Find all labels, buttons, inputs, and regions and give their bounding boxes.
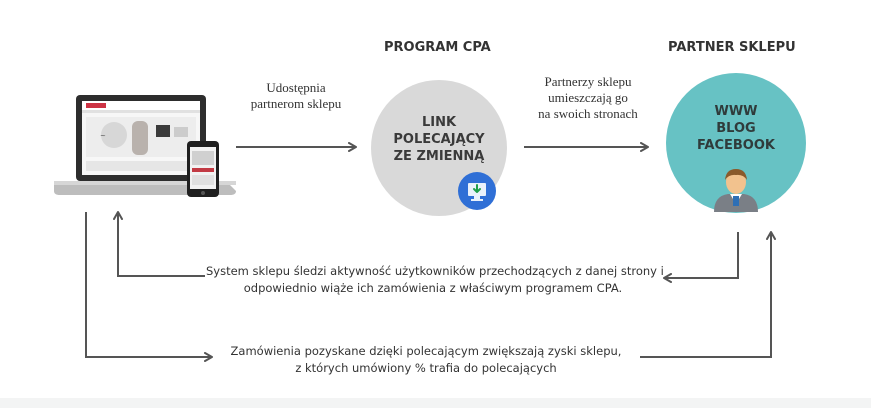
circle-partner-line-1: WWW (714, 104, 758, 119)
circle-partner-line-3: FACEBOOK (697, 138, 775, 153)
circle-link-line-2: POLECAJĄCY (393, 132, 485, 147)
caption-orders: Zamówienia pozyskane dzięki polecającym … (216, 343, 636, 377)
person-avatar-icon (714, 169, 758, 212)
bottom-strip (0, 398, 871, 408)
arrow-tracking-right (663, 232, 739, 283)
caption-orders-line-1: Zamówienia pozyskane dzięki polecającym … (230, 344, 622, 358)
circle-link-text: LINK POLECAJĄCY ZE ZMIENNĄ (371, 114, 507, 165)
laptop-phone-illustration: ~ (54, 95, 236, 197)
label-place: Partnerzy sklepu umieszczają go na swoic… (518, 74, 658, 122)
label-place-line-3: na swoich stronach (538, 106, 638, 121)
arrow-tracking-left (113, 211, 205, 277)
svg-text:~: ~ (100, 132, 106, 140)
download-monitor-icon (458, 172, 496, 210)
label-place-line-1: Partnerzy sklepu (544, 74, 632, 89)
label-place-line-2: umieszczają go (548, 90, 628, 105)
arrow-orders-right (640, 231, 776, 358)
download-icon (468, 183, 486, 201)
heading-partner-sklepu: PARTNER SKLEPU (668, 40, 796, 55)
circle-partner-line-2: BLOG (716, 121, 756, 136)
circle-link-line-1: LINK (421, 115, 457, 130)
circle-link-line-3: ZE ZMIENNĄ (393, 149, 485, 164)
label-share-line-2: partnerom sklepu (250, 96, 342, 111)
arrow-orders-left (85, 212, 213, 362)
label-share: Udostępnia partnerom sklepu (234, 80, 358, 112)
caption-tracking-line-1: System sklepu śledzi aktywność użytkowni… (206, 264, 664, 278)
heading-program-cpa: PROGRAM CPA (384, 40, 491, 55)
caption-tracking-line-2: odpowiednio wiąże ich zamówienia z właśc… (243, 281, 623, 295)
label-share-line-1: Udostępnia (266, 80, 326, 95)
caption-orders-line-2: z których umówiony % trafia do polecając… (295, 361, 557, 375)
circle-partner-text: WWW BLOG FACEBOOK (666, 103, 806, 154)
caption-tracking: System sklepu śledzi aktywność użytkowni… (206, 263, 664, 297)
